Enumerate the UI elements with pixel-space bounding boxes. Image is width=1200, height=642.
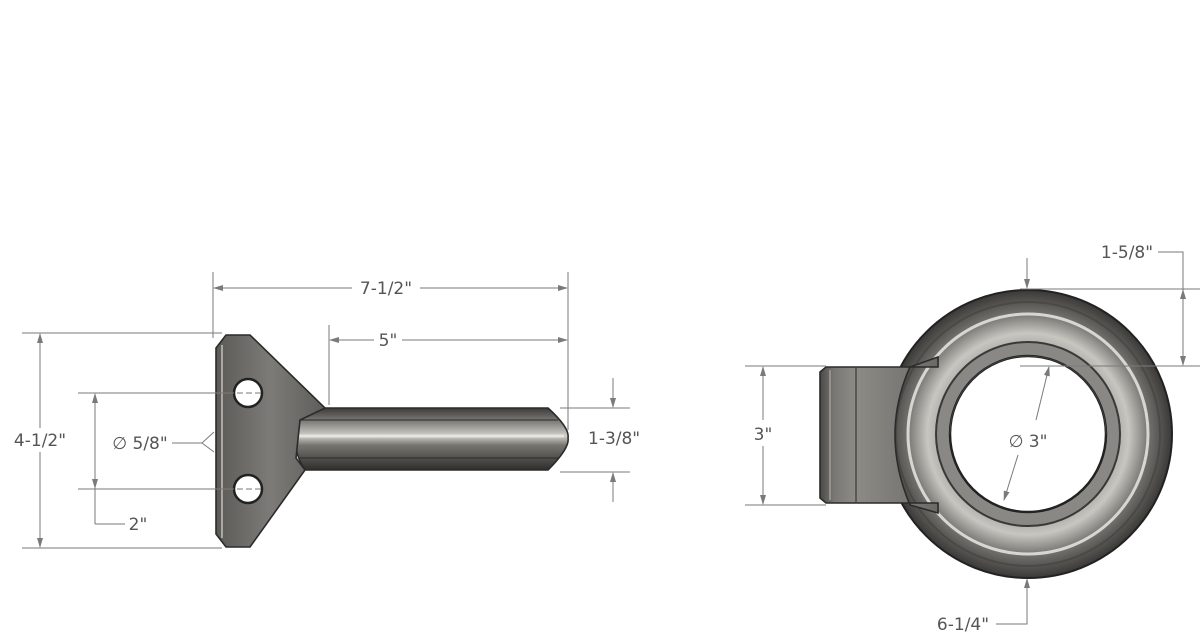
end-view-dimensions: 3" ∅ 3" 1-5/8" 6-1/4" [745, 243, 1200, 635]
dim-plate-height: 3" [754, 425, 773, 445]
shank-body [294, 407, 569, 471]
eye-ring-bevel [895, 301, 1161, 567]
dim-overall-height: 4-1/2" [14, 431, 66, 451]
dim-overall-length: 7-1/2" [360, 279, 412, 299]
dim-hole-spacing: 2" [129, 515, 148, 535]
dim-hole-diameter: ∅ 5/8" [112, 434, 167, 454]
dimension-line [1003, 454, 1019, 501]
eye-hole-shadow [949, 355, 1107, 435]
dim-eye-diameter: ∅ 3" [1009, 432, 1048, 452]
side-view [215, 334, 569, 548]
leader-line [1158, 251, 1184, 290]
dim-shank-thickness: 1-3/8" [588, 429, 640, 449]
dim-shank-length: 5" [379, 331, 398, 351]
mounting-block [819, 355, 939, 515]
dim-ring-outer-diameter: 6-1/4" [937, 615, 989, 635]
end-view [819, 289, 1173, 579]
dim-ring-thickness: 1-5/8" [1101, 243, 1153, 263]
dimension-line [1035, 366, 1050, 421]
eye-ring-highlight [906, 312, 1150, 556]
side-view-dimensions: 7-1/2" 5" 4-1/2" 2" ∅ 5/8" 1-3/8" [14, 272, 640, 549]
leader-line [996, 608, 1028, 625]
leader-line [201, 442, 215, 453]
leader-line [172, 431, 215, 444]
